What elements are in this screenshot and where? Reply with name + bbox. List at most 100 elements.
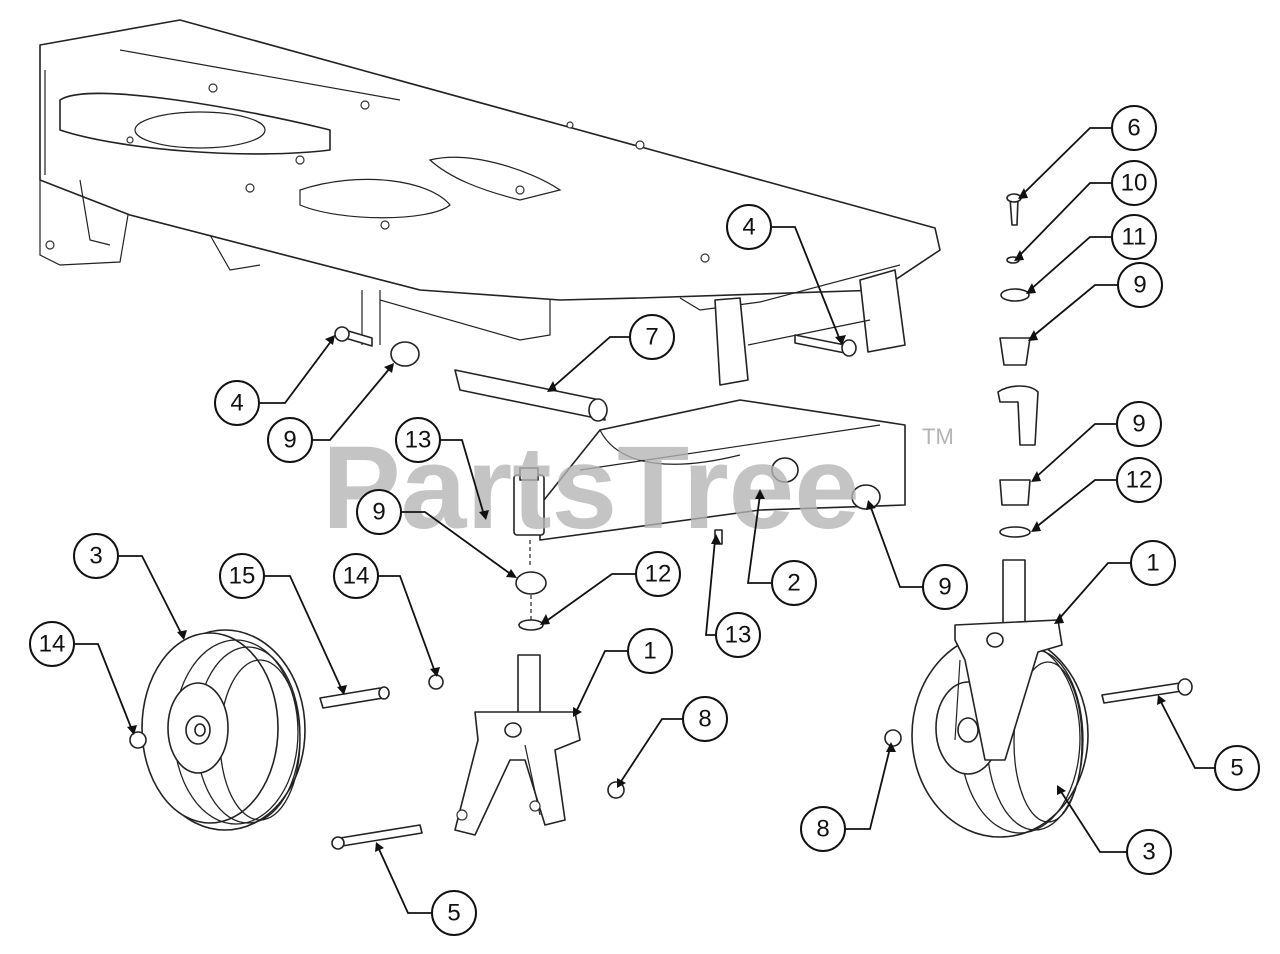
svg-text:7: 7 <box>645 324 658 351</box>
svg-text:14: 14 <box>343 563 370 590</box>
svg-text:3: 3 <box>1142 839 1155 866</box>
arrow-13-b <box>711 534 721 544</box>
callout-14-left[interactable]: 14 <box>29 621 75 667</box>
bushing-left-pivot <box>390 341 420 367</box>
arrow-9-a <box>1028 330 1038 341</box>
caster-fork-right <box>954 559 1063 761</box>
svg-text:5: 5 <box>1230 755 1243 782</box>
deck-frame <box>39 19 941 341</box>
arrow-11 <box>1026 283 1036 294</box>
callout-8-right[interactable]: 8 <box>800 806 846 852</box>
callout-10[interactable]: 10 <box>1111 160 1157 206</box>
leader-9-d <box>401 511 513 576</box>
wheel-bolt-left <box>319 686 390 709</box>
arrow-15 <box>337 685 347 695</box>
nut-item-14 <box>428 674 444 690</box>
callout-11[interactable]: 11 <box>1111 214 1157 260</box>
arrow-3-left <box>177 630 187 640</box>
leader-8-right <box>845 747 891 830</box>
svg-text:10: 10 <box>1121 170 1148 197</box>
leader-3-right <box>1059 789 1127 853</box>
leader-9-a <box>1031 284 1118 338</box>
callout-4-left[interactable]: 4 <box>214 380 260 426</box>
bushing-axle-right <box>851 484 881 510</box>
svg-text:13: 13 <box>725 622 752 649</box>
nut-item-8-right <box>884 729 902 747</box>
arrow-9-e <box>866 500 876 510</box>
leader-12-left <box>544 573 636 623</box>
spindle-housing-left <box>513 467 547 631</box>
arrow-4-right <box>835 335 846 345</box>
arrow-9-d <box>506 569 517 578</box>
svg-text:9: 9 <box>1132 411 1145 438</box>
arrow-13-a <box>479 510 489 520</box>
callout-13-b[interactable]: 13 <box>715 612 761 658</box>
callout-3-right[interactable]: 3 <box>1126 829 1172 875</box>
leader-5-bottom <box>377 846 432 914</box>
svg-text:9: 9 <box>372 499 385 526</box>
svg-text:4: 4 <box>230 390 243 417</box>
arrow-9-b <box>384 363 394 373</box>
callout-12-left[interactable]: 12 <box>635 551 681 597</box>
callout-5-right[interactable]: 5 <box>1214 745 1260 791</box>
callout-4-right[interactable]: 4 <box>726 204 772 250</box>
svg-text:12: 12 <box>1126 467 1153 494</box>
arrow-5-right <box>1157 695 1166 705</box>
svg-text:15: 15 <box>229 563 256 590</box>
callout-9-a[interactable]: 9 <box>1117 262 1163 308</box>
svg-text:14: 14 <box>39 631 66 658</box>
callout-15[interactable]: 15 <box>219 553 265 599</box>
leader-1-left <box>575 650 628 713</box>
arrow-6 <box>1018 188 1028 199</box>
leader-14-center <box>378 575 436 673</box>
svg-text:4: 4 <box>742 214 755 241</box>
leader-7 <box>551 336 630 389</box>
svg-text:3: 3 <box>89 543 102 570</box>
leader-6 <box>1021 127 1112 196</box>
watermark-tm: TM <box>922 424 954 449</box>
leader-9-e <box>869 504 923 588</box>
arrow-8-center <box>617 778 626 788</box>
callout-5-bottom[interactable]: 5 <box>431 890 477 936</box>
arrow-8-right <box>886 742 896 752</box>
arrow-7 <box>547 381 557 392</box>
callout-13-a[interactable]: 13 <box>395 417 441 463</box>
callout-8-center[interactable]: 8 <box>682 696 728 742</box>
callout-9-e[interactable]: 9 <box>922 564 968 610</box>
spindle-hardware-right <box>997 193 1039 538</box>
callout-12-right[interactable]: 12 <box>1116 457 1162 503</box>
leader-1-right <box>1057 562 1131 621</box>
leader-13-b <box>705 539 716 636</box>
callout-14-center[interactable]: 14 <box>333 553 379 599</box>
callout-7[interactable]: 7 <box>629 314 675 360</box>
svg-text:13: 13 <box>405 427 432 454</box>
leader-4-right <box>771 226 841 341</box>
svg-text:9: 9 <box>1133 272 1146 299</box>
pivot-bolt-left <box>334 326 373 347</box>
arrow-10 <box>1014 250 1024 261</box>
leader-13-a <box>440 439 485 516</box>
callout-1-left[interactable]: 1 <box>627 628 673 674</box>
arrow-14-center <box>430 667 440 677</box>
arrow-5-bottom <box>375 842 384 852</box>
bushing-axle-center <box>771 457 799 483</box>
arrow-9-c <box>1031 471 1041 482</box>
callout-2[interactable]: 2 <box>771 560 817 606</box>
callout-9-b[interactable]: 9 <box>267 417 313 463</box>
callout-3-left[interactable]: 3 <box>73 533 119 579</box>
svg-text:2: 2 <box>787 570 800 597</box>
callout-leaders <box>74 127 1215 914</box>
leader-4-left <box>259 339 333 404</box>
caster-fork-left <box>454 654 581 836</box>
arrow-3-right <box>1057 785 1066 795</box>
wheel-left <box>141 629 306 831</box>
callout-1-right[interactable]: 1 <box>1130 540 1176 586</box>
svg-text:8: 8 <box>816 816 829 843</box>
callout-9-c[interactable]: 9 <box>1116 401 1162 447</box>
leader-2 <box>746 494 772 584</box>
leader-9-c <box>1034 423 1117 479</box>
arrow-4-left <box>325 335 335 345</box>
callout-6[interactable]: 6 <box>1111 105 1157 151</box>
arrow-14-left <box>127 725 137 735</box>
callout-9-d[interactable]: 9 <box>356 489 402 535</box>
